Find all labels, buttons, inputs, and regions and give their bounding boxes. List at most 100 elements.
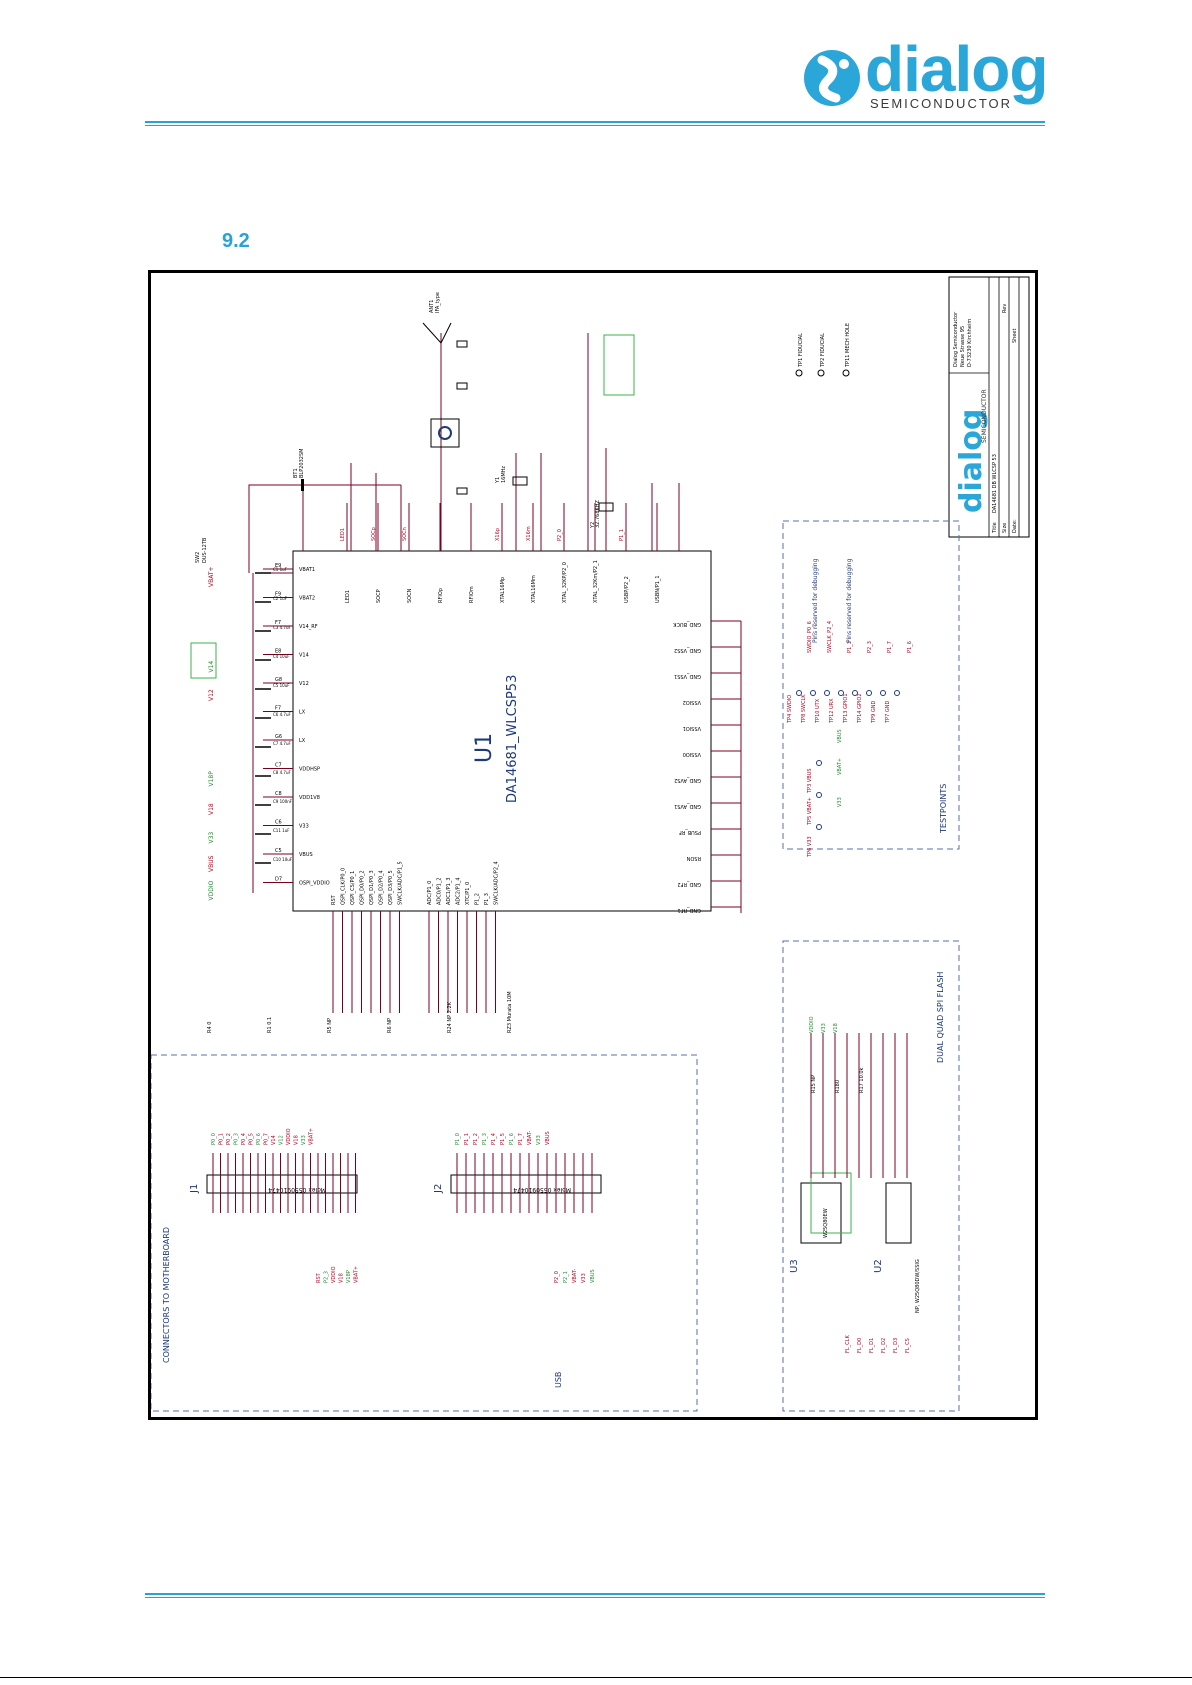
testpoint-label: TP12 URX <box>829 698 835 724</box>
testpoint-icon <box>816 824 822 830</box>
u1-left-pin-id: C8 <box>275 791 282 797</box>
flash-net: VDDIO <box>809 1016 815 1033</box>
u1-top-pin-label: RFIOp <box>438 588 444 603</box>
j2-net: VBAT- <box>572 1269 578 1283</box>
u1-right-pin-label: GND_VSS1 <box>674 673 701 679</box>
testpoint-net: P1_3 <box>847 641 853 653</box>
u3-part: W25Q80EW <box>823 1208 829 1238</box>
u1-top-pin-label: RFIOm <box>469 586 475 603</box>
u1-bottom-pin-label: QSPI_D3/P0_5 <box>388 870 394 905</box>
u1-right-pin-label: GND_AVS1 <box>674 803 701 809</box>
u1-bottom-pin-label: XTC/P1_0 <box>465 882 471 905</box>
testpoint-icon <box>816 792 822 798</box>
u1-left-pin-label: V33 <box>299 824 309 830</box>
misc-resistor: RZ3 Murata 10M <box>507 991 513 1033</box>
tb-title-label: Title <box>992 522 998 534</box>
crystals: Y1 16MHz Y2 32.768KHZ <box>495 333 680 551</box>
testpoint-icon <box>796 690 802 696</box>
tb-logo-word: dialog <box>954 409 989 513</box>
ant-ref: ANT1 <box>429 300 435 313</box>
j2-net: V33 <box>536 1135 542 1145</box>
tb-sheet-label: Sheet <box>1012 329 1018 343</box>
u1-bottom-pin-label: SWCLK/ADC/P2_4 <box>494 861 500 905</box>
ant-part: IFA_type <box>435 292 441 313</box>
bt-part: BLP2032SM <box>299 449 305 478</box>
testpoint-net: VBUS <box>837 729 843 743</box>
u1-top-net: SOCp <box>371 527 377 541</box>
j2-part: Molex 0550910474 <box>513 1186 571 1193</box>
u1-left-net: VDDIO <box>208 880 215 900</box>
u1-top-pin-label: SOCN <box>407 588 413 603</box>
sw-part: DUS-12TB <box>202 537 208 563</box>
cap-label: C11 1uF <box>273 828 290 833</box>
misc-resistor: R1 0.1 <box>267 1017 273 1033</box>
j2-net: V33 <box>581 1273 587 1283</box>
u1-part: DA14681_WLCSP53 <box>505 675 520 803</box>
page-bottom-rule <box>0 1677 1192 1678</box>
cap-label: C10 10uF <box>273 857 293 862</box>
j1-net: V33 <box>301 1135 307 1145</box>
testpoints-box: TESTPOINTS Pins reserved for debugging P… <box>782 520 960 858</box>
misc-resistor: R5 NP <box>327 1018 333 1033</box>
flash-net: V18 <box>833 1023 839 1033</box>
dialog-logo-icon <box>804 50 860 106</box>
flash-title: DUAL QUAD SPI FLASH <box>936 972 945 1063</box>
j1-net: P0_1 <box>219 1133 225 1145</box>
u1-right-pin-label: GND_RF2 <box>678 881 702 887</box>
j2-net: VBAT- <box>527 1131 533 1145</box>
j1-net: V18 <box>339 1273 345 1283</box>
j2-net: P1_4 <box>491 1133 497 1145</box>
j2-net: P1_3 <box>482 1133 488 1145</box>
flash-net: FL_D1 <box>869 1338 875 1353</box>
testpoint-label: TP13 GPIO1 <box>843 693 849 724</box>
usb-label: USB <box>554 1372 563 1388</box>
u1-left-pin-id: F7 <box>275 620 281 626</box>
cap-label: C7 4.7uF <box>273 741 292 746</box>
j2-net: P1_6 <box>509 1133 515 1145</box>
u1-left-pin-id: D7 <box>275 877 282 883</box>
logo-subtitle: SEMICONDUCTOR <box>870 96 1013 111</box>
u1-top-pin-label: XTAL_32KP/P2_0 <box>562 562 568 603</box>
tb-addr-3: D-73230 Kirchheim <box>967 319 973 367</box>
u1-right-pin-label: VSSIO0 <box>683 751 701 757</box>
connectors-box: CONNECTORS TO MOTHERBOARD J1 J2 Molex 05… <box>151 991 698 1412</box>
flash-resistor: R15 NP <box>811 1075 817 1093</box>
u1-left-net: V12 <box>208 689 215 701</box>
schematic-drawing: dialog SEMICONDUCTOR Dialog Semiconducto… <box>151 276 1030 1412</box>
bt-ref: BT1 <box>293 468 299 478</box>
cap-label: C4 10uF <box>273 654 290 659</box>
u1-top-net: X16p <box>495 528 501 541</box>
flash-box: DUAL QUAD SPI FLASH U3 U2 W25Q80EW NP, W… <box>782 940 960 1412</box>
testpoints-title: TESTPOINTS <box>939 784 948 834</box>
u1-right-pin-label: VSSIO2 <box>683 699 701 705</box>
j1-net: P0_2 <box>226 1133 232 1145</box>
j2-net: P1_2 <box>473 1133 479 1145</box>
j1-net: RST <box>316 1272 322 1283</box>
flash-net: FL_D0 <box>857 1338 863 1353</box>
tb-addr-2: Neue Strasse 95 <box>960 326 966 367</box>
u1-right-pin-label: GND_AVS2 <box>674 777 701 783</box>
u1-left-pin-id: C7 <box>275 763 282 769</box>
j2-net: VBUS <box>590 1269 596 1283</box>
cap-label: C3 4.7uF <box>273 625 292 630</box>
u1-bottom-pin-label: RST <box>331 894 337 905</box>
misc-resistor: R24 NP 2.2K <box>447 1001 453 1033</box>
u1-left-pin-id: C6 <box>275 820 282 826</box>
u1-left-pin-label: VDDHSP <box>299 767 320 773</box>
u1-bottom-pin-label: QSPI_D0/P0_2 <box>360 870 366 905</box>
u1-right-pin-label: GND_BUCK <box>672 621 701 627</box>
u1-bottom-pin-label: QSPI_D2/P0_4 <box>379 870 385 905</box>
u1-left-pin-id: C5 <box>275 848 282 854</box>
u1-top-net: P2_0 <box>557 529 563 541</box>
j1-net: VBAT+ <box>309 1128 315 1145</box>
u1-bottom-pin-label: QSPI_CLK/P0_0 <box>341 868 347 905</box>
fiducial-1-label: TP1 FIDUCIAL <box>798 333 804 368</box>
debug-note-1: Pins reserved for debugging <box>812 558 819 643</box>
u2-part: NP, W25Q80DW/SSIG <box>915 1259 921 1313</box>
u1-top-pin-label: SOCP <box>376 589 382 603</box>
u1-top-net: SOCn <box>402 527 408 541</box>
j1-net: V18 <box>294 1135 300 1145</box>
u1-left-net: V18P <box>208 771 215 787</box>
u1-right-pin-label: GND_RF1 <box>678 907 702 913</box>
